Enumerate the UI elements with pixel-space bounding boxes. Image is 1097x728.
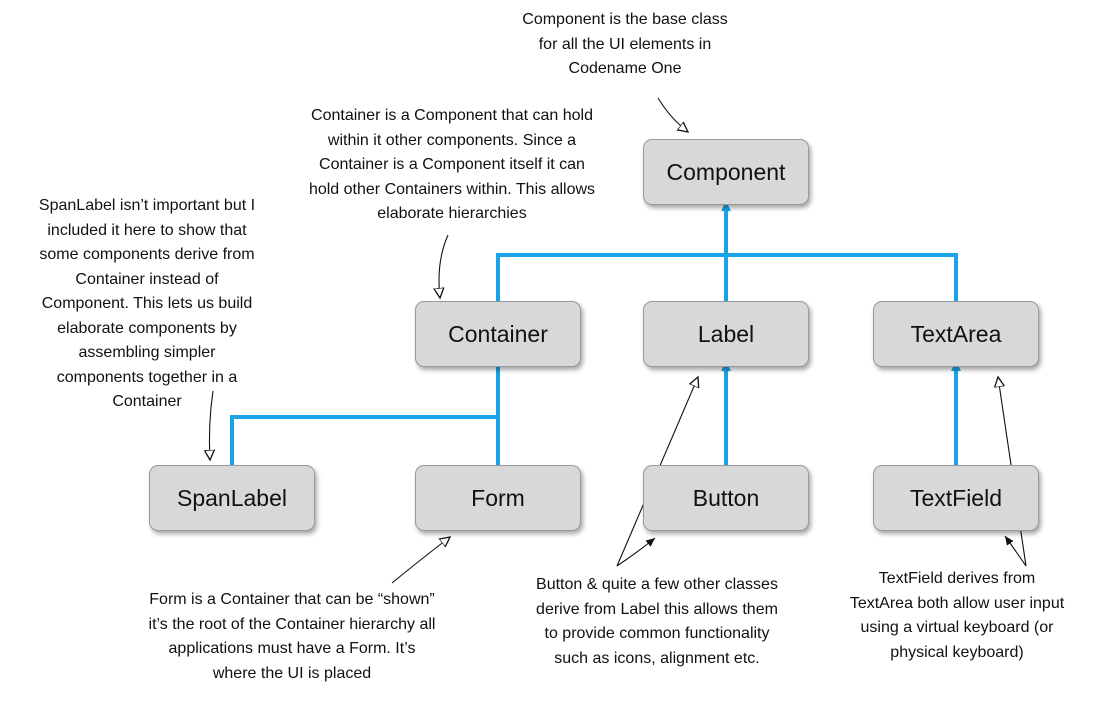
node-form: Form: [415, 465, 581, 531]
node-container: Container: [415, 301, 581, 367]
note-spanlabel: SpanLabel isn’t important but I included…: [12, 194, 282, 415]
note-line: hold other Containers within. This allow…: [308, 180, 596, 198]
note-line: Container is a Component that can hold: [311, 107, 593, 124]
note-form: Form is a Container that can be “shown” …: [112, 588, 472, 686]
note-line: Component. This lets us build: [41, 295, 253, 312]
note-container: Container is a Component that can hold w…: [282, 104, 622, 227]
annotation-arrow-button: [616, 537, 656, 567]
note-line: applications must have a Form. It’s: [168, 640, 416, 657]
node-label: Label: [643, 301, 809, 367]
node-textarea: TextArea: [873, 301, 1039, 367]
annotation-arrow-container: [439, 234, 449, 298]
note-line: elaborate hierarchies: [377, 205, 527, 222]
note-line: TextArea both allow user input: [849, 594, 1065, 612]
note-line: Component is the base class: [522, 11, 728, 28]
note-line: components together in a: [56, 368, 238, 386]
annotation-arrow-form: [391, 537, 450, 584]
note-line: SpanLabel isn’t important but I: [38, 197, 256, 214]
annotation-arrow-textfield: [1004, 535, 1027, 567]
note-line: to provide common functionality: [544, 625, 770, 642]
note-line: Codename One: [568, 60, 682, 77]
note-line: where the UI is placed: [212, 664, 372, 682]
annotation-arrow-component: [657, 97, 688, 132]
node-spanlabel: SpanLabel: [149, 465, 315, 531]
node-button: Button: [643, 465, 809, 531]
note-button: Button & quite a few other classes deriv…: [502, 573, 812, 671]
note-line: derive from Label this allows them: [536, 600, 778, 618]
node-textfield: TextField: [873, 465, 1039, 531]
note-line: some components derive from: [39, 246, 255, 263]
note-line: included it here to show that: [47, 221, 247, 239]
note-line: for all the UI elements in: [538, 35, 712, 53]
note-line: Container: [112, 393, 182, 410]
note-line: it’s the root of the Container hierarchy…: [148, 615, 436, 633]
note-line: Container is a Component itself it can: [319, 156, 585, 173]
note-textfield: TextField derives from TextArea both all…: [812, 567, 1097, 665]
note-line: such as icons, alignment etc.: [554, 649, 760, 667]
connector-container-children: [230, 367, 500, 465]
note-line: elaborate components by: [57, 319, 237, 337]
annotation-arrow-spanlabel: [209, 390, 213, 460]
note-line: assembling simpler: [78, 344, 216, 361]
note-line: Button & quite a few other classes: [536, 576, 778, 593]
note-line: physical keyboard): [890, 643, 1024, 661]
note-component: Component is the base class for all the …: [495, 8, 755, 82]
note-line: using a virtual keyboard (or: [860, 619, 1054, 636]
note-line: TextField derives from: [878, 570, 1036, 587]
note-line: Container instead of: [75, 270, 219, 288]
note-line: within it other components. Since a: [327, 131, 577, 149]
node-component: Component: [643, 139, 809, 205]
note-line: Form is a Container that can be “shown”: [149, 591, 435, 608]
